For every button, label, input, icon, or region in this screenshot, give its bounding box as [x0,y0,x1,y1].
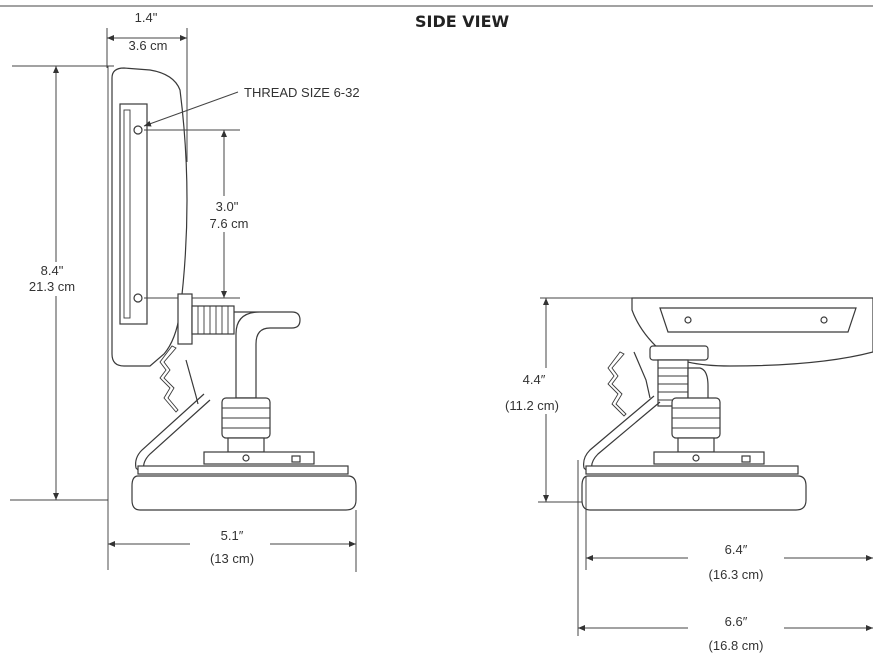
mounting-flange [203,451,315,465]
r-bracket-wire [583,395,655,475]
r-gland-nut [671,397,721,453]
r-mounting-flange [653,451,765,465]
depth-in-label: 1.4" [135,10,158,25]
left-side-view: 1.4" 3.6 cm 8.4" 21.3 cm THREAD SIZE 6-3… [10,10,360,572]
spacing-in-label: 3.0" [216,199,239,214]
thread-leader-line [143,91,239,127]
r-hinge-block [649,345,709,361]
base-width-in-label: 5.1″ [221,528,244,543]
bracket-wire-inner [143,399,211,471]
bottom-thread-hole [133,293,143,303]
r-flange-screw-head [741,455,751,463]
r-tilt-connector [657,359,689,407]
r-base-plate [585,465,799,475]
r-height-in-label: 4.4″ [523,372,546,387]
cable-connector [191,305,235,335]
spacing-cm-label: 7.6 cm [209,216,248,231]
r-width-a-in-label: 6.4″ [725,542,748,557]
r-monitor-rail [659,307,857,333]
base-width-cm-label: (13 cm) [210,551,254,566]
r-width-a-cm-label: (16.3 cm) [709,567,764,582]
r-flange-screw [692,454,700,462]
r-clip-bracket-arm [633,351,651,399]
r-height-cm-label: (11.2 cm) [505,398,559,413]
mounting-plate-inner [123,109,131,319]
height-cm-label: 21.3 cm [29,279,75,294]
flange-screw [242,454,250,462]
depth-cm-label: 3.6 cm [128,38,167,53]
r-width-b-in-label: 6.6″ [725,614,748,629]
clip-bracket [159,345,179,413]
elbow-arm [234,311,301,399]
r-rail-hole-right [820,316,828,324]
clip-bracket-arm [185,359,199,405]
bracket-wire [135,393,205,475]
mounting-plate [119,103,148,325]
r-width-b-cm-label: (16.8 cm) [709,638,764,653]
cable-connector-collar [177,293,193,345]
flange-screw-head [291,455,301,463]
r-clip-bracket [607,351,627,417]
r-elbow-arm [687,367,709,401]
base-plate [137,465,349,475]
r-bracket-wire-inner [591,401,661,471]
thread-note-label: THREAD SIZE 6-32 [244,85,360,100]
r-rail-hole-left [684,316,692,324]
r-base-body [581,475,807,511]
height-in-label: 8.4" [41,263,64,278]
base-body [131,475,357,511]
top-thread-hole [133,125,143,135]
right-side-view: 4.4″ (11.2 cm) [490,297,873,654]
page-title: SIDE VIEW [415,12,510,31]
gland-nut [221,397,271,453]
